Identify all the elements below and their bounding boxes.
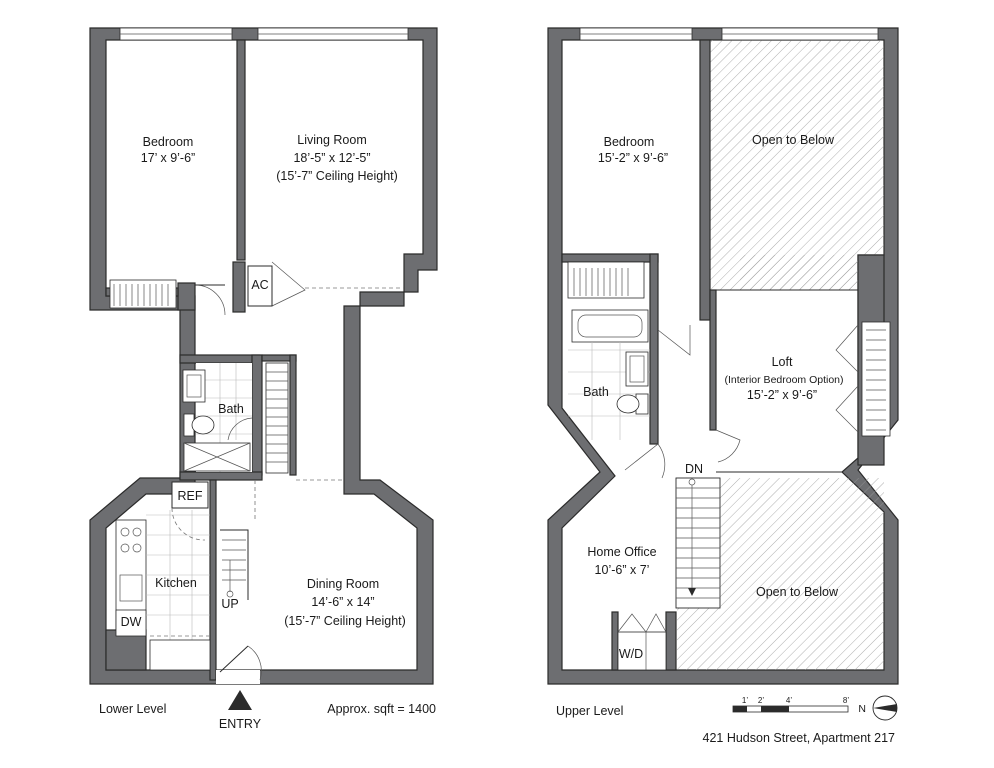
address-label: 421 Hudson Street, Apartment 217: [703, 731, 896, 745]
washer-dryer-closet: [617, 613, 667, 671]
lower-kitchen-fixtures: [115, 481, 211, 671]
scale-bar: 1’ 2’ 4’ 8’: [732, 696, 849, 713]
lower-stair: [220, 529, 249, 600]
upper-windows: [579, 27, 879, 41]
upper-bath-label: Bath: [583, 385, 609, 399]
stair-down-label: DN: [685, 462, 703, 476]
upper-bedroom-door: [657, 325, 691, 356]
lower-kitchen-wall: [209, 479, 217, 681]
home-office-name: Home Office: [587, 545, 656, 559]
washer-dryer-label: W/D: [619, 647, 643, 661]
upper-labels: Bedroom 15’-2” x 9’-6” Open to Below Lof…: [556, 133, 844, 718]
open-to-below-top-label: Open to Below: [752, 133, 835, 147]
upper-bedroom-closet: [567, 261, 645, 299]
upper-bath-right-wall: [649, 253, 659, 445]
north-arrow-icon: N: [858, 695, 898, 721]
scale-tick-8: 8’: [843, 696, 849, 705]
dining-room-ceiling: (15’-7” Ceiling Height): [284, 614, 406, 628]
upper-bedroom-bottom-wall: [561, 253, 659, 263]
open-to-below-top-area: [710, 40, 884, 290]
kitchen-label: Kitchen: [155, 576, 197, 590]
living-room-name: Living Room: [297, 133, 366, 147]
entry-label: ENTRY: [219, 717, 262, 731]
upper-level-label: Upper Level: [556, 704, 623, 718]
lower-level-plan: [89, 27, 438, 685]
lower-bedroom-name: Bedroom: [143, 135, 194, 149]
refrigerator-label: REF: [178, 489, 203, 503]
lower-bath-right-wall: [251, 354, 263, 476]
loft-option: (Interior Bedroom Option): [724, 374, 843, 386]
north-label: N: [858, 703, 866, 715]
upper-level-plan: [547, 27, 899, 685]
dining-room-dims: 14’-6” x 14”: [311, 595, 374, 609]
open-to-below-bottom-label: Open to Below: [756, 585, 839, 599]
lower-bath-bottom-wall: [179, 471, 263, 481]
loft-closet: [715, 321, 891, 463]
lower-bedroom-closet: [109, 279, 177, 309]
sqft-label: Approx. sqft = 1400: [327, 702, 436, 716]
lower-level-label: Lower Level: [99, 702, 166, 716]
upper-bedroom-openarea-wall: [699, 39, 711, 321]
lower-bedroom-dims: 17’ x 9’-6”: [141, 151, 195, 165]
scale-tick-4: 4’: [786, 696, 792, 705]
entry-door: [216, 645, 262, 684]
refrigerator: [171, 481, 209, 509]
scale-tick-1: 1’: [742, 696, 748, 705]
lower-bath-top-wall: [179, 354, 261, 364]
upper-loft-left-wall: [709, 289, 717, 431]
upper-bedroom-dims: 15’-2” x 9’-6”: [598, 151, 668, 165]
lower-labels: Bedroom 17’ x 9’-6” Living Room 18’-5” x…: [99, 133, 436, 731]
stair-up-label: UP: [221, 597, 238, 611]
dining-room-name: Dining Room: [307, 577, 379, 591]
loft-name: Loft: [772, 355, 793, 369]
lower-ac-door: [271, 261, 306, 307]
upper-bedroom-name: Bedroom: [604, 135, 655, 149]
lower-ac-wall: [232, 261, 246, 313]
living-room-ceiling: (15’-7” Ceiling Height): [276, 169, 398, 183]
living-room-dims: 18’-5” x 12’-5”: [293, 151, 370, 165]
lower-windows: [119, 27, 409, 41]
upper-bath-fixtures: [568, 309, 666, 479]
lower-bath-fixtures: [182, 363, 253, 472]
loft-dims: 15’-2” x 9’-6”: [747, 388, 817, 402]
upper-stair: [675, 477, 721, 609]
lower-bath-label: Bath: [218, 402, 244, 416]
home-office-dims: 10’-6” x 7’: [595, 563, 650, 577]
lower-closet-side-wall: [289, 354, 297, 476]
ac-closet: [247, 265, 273, 307]
entry-triangle-up-icon: [228, 690, 252, 710]
lower-kitchen-corner: [105, 629, 147, 671]
lower-hall-closet: [265, 362, 289, 474]
lower-bedroom-living-wall: [236, 39, 246, 261]
scale-tick-2: 2’: [758, 696, 764, 705]
dishwasher-label: DW: [121, 615, 142, 629]
lower-bedroom-door-swing: [194, 284, 226, 316]
lower-wall-stub: [177, 282, 196, 311]
ac-label: AC: [251, 278, 268, 292]
